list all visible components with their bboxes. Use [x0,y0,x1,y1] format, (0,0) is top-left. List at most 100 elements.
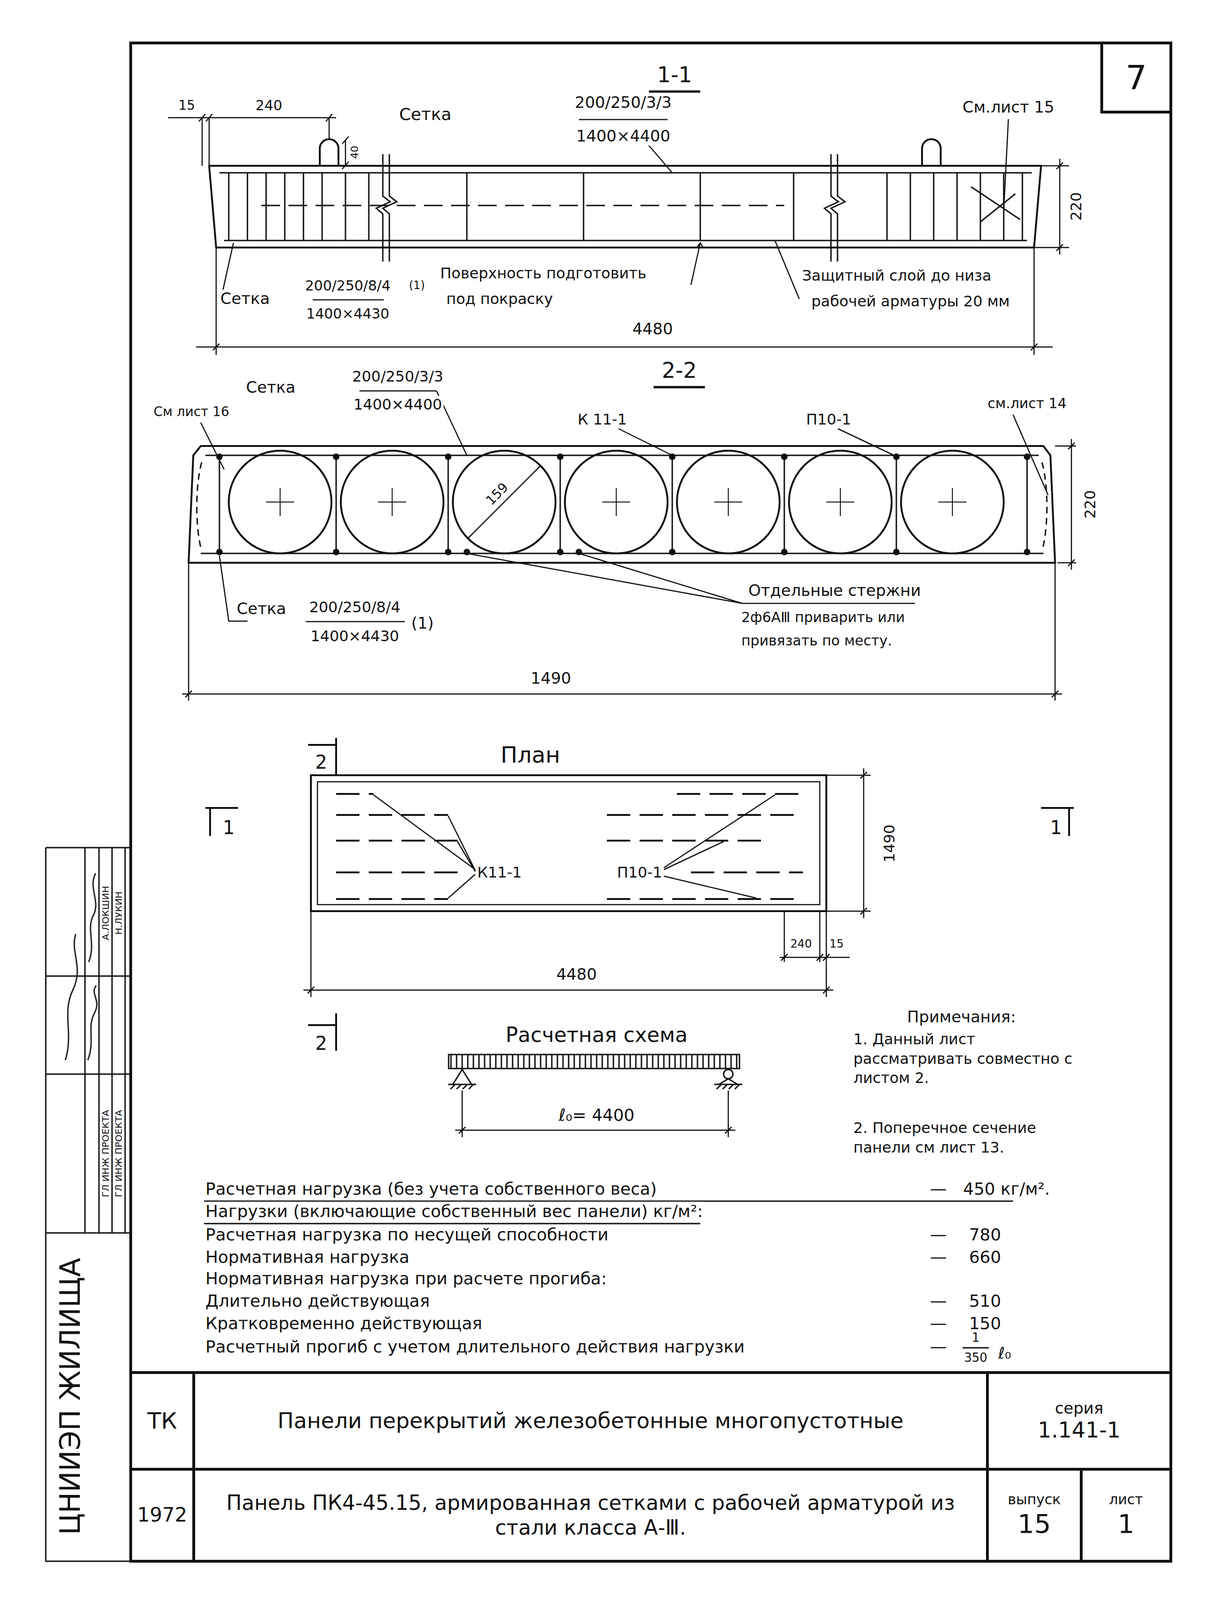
frame-mark: К11-1 [475,863,523,881]
mesh-mark: 1400×4400 [352,395,444,414]
note-text: 1. Данный лист рассматривать совместно с… [851,1029,1089,1088]
leader-lines-part [182,562,1063,701]
leader-lines [182,390,1077,701]
mesh-mark: 200/250/8/4 [303,277,392,295]
note-text: 2. Поперечное сечение панели см лист 13. [851,1118,1089,1157]
mesh-mark: Сетка [235,599,288,618]
stamp-text: ГЛ ИНЖ ПРОЕКТА [113,1107,125,1198]
stamp-text: ЦНИИЭП ЖИЛИЩА [54,1255,87,1536]
title-block-cell: 1972 [130,1468,194,1561]
load-table-cell: — [928,1336,949,1356]
plan-view-part [373,794,476,898]
table-rules-part [204,1200,1014,1224]
drawing-part-part [893,453,900,460]
leader-lines-part [200,422,225,470]
note-text: Отдельные стержни [746,581,923,600]
longitudinal-section-part [824,154,845,262]
cell-text: 1 [1117,1507,1135,1539]
sheet-reference: См лист 16 [152,404,231,420]
title-block-cell: ТК [130,1372,194,1469]
dimension-lines-part [196,247,1053,355]
dimension: 15 [176,98,197,113]
design-scheme-part [723,1069,733,1079]
note-text: Поверхность подготовить [438,264,648,282]
section-title: 2-2 [660,358,698,383]
load-table-cell: ℓ₀ [996,1343,1013,1362]
dimension: ℓ₀= 4400 [557,1105,637,1125]
drawing-part-part [444,548,452,556]
dimension-lines-part [1034,158,1070,255]
longitudinal-section [209,91,1042,262]
plan-view-part [205,807,1074,836]
load-table-cell: 150 [967,1313,1003,1333]
stamp-text: А.ЛОКШИН [100,884,112,942]
stamp-text: ГЛ ИНЖ ПРОЕКТА [100,1107,112,1198]
dimension: 1490 [529,668,573,688]
view-title: План [499,741,562,768]
plan-view [205,737,1074,1051]
drawing-part-part [893,548,900,556]
cross-section-part [452,450,556,554]
drawing-part-part [216,548,223,556]
signature-part [87,985,97,1060]
dimension: 220 [1081,488,1099,520]
drawing-part-part [781,548,788,556]
plan-view-part [310,774,827,911]
load-table-cell: Расчетная нагрузка (без учета собственно… [204,1178,659,1198]
load-table-cell: Расчетная нагрузка по несущей способност… [204,1224,611,1244]
frame-mark: П10-1 [804,410,853,429]
mesh-mark: 1400×4400 [574,126,672,146]
dimension: 4480 [631,319,675,338]
load-table-cell: Длительно действующая [204,1290,432,1310]
mesh-mark: Сетка [397,104,453,124]
dimension-lines-part [1003,119,1009,211]
table-rules-part [962,1346,989,1349]
plan-view-part [308,737,337,1051]
dimension: 240 [788,937,814,951]
dimension-lines-part [168,113,337,166]
longitudinal-section-part [376,154,397,262]
cell-text: 7 [1125,57,1148,98]
design-scheme-part [448,1069,477,1089]
title-block-cell: Панель ПК4-45.15, армированная сетками с… [193,1468,988,1561]
drawing-part-part [332,453,340,460]
design-scheme-part [455,1090,736,1137]
cell-text: выпуск [1007,1490,1061,1508]
frame-mark: К 11-1 [576,410,629,429]
cross-section-part [188,445,1056,563]
cell-text: Панель ПК4-45.15, армированная сетками с… [200,1490,981,1540]
note-text: 2ф6АⅢ приварить или [739,609,907,626]
cross-section-part [467,465,541,539]
section-marker: 2 [313,751,329,773]
title-block-cell: лист1 [1081,1468,1171,1561]
load-table-cell: — [928,1246,949,1267]
load-table-cell: — [928,1313,949,1333]
signature-part [65,933,78,1060]
load-table-cell: — [928,1178,949,1198]
note-text: рабочей арматуры 20 мм [809,292,1012,310]
longitudinal-section-part [228,172,1023,241]
drawing-part-part [332,548,340,556]
mesh-mark: 200/250/3/3 [350,367,445,386]
mesh-mark: (1) [409,613,436,633]
cross-section-part [200,455,1044,554]
view-title: Расчетная схема [504,1022,690,1047]
mesh-mark: Сетка [244,378,297,397]
load-table-cell: — [928,1224,949,1244]
cell-text: 15 [1017,1507,1051,1539]
plan-view-part [606,793,808,899]
signature [65,873,97,1060]
dimension: 220 [1067,190,1085,222]
section-marker: 1 [221,816,236,838]
note-text: под покраску [444,290,555,308]
cross-section-part [653,386,705,389]
sheet-number-box: 7 [1101,42,1171,113]
table-rules [204,1200,1014,1348]
leader-lines-part [618,428,673,456]
cell-text: серия [1055,1398,1104,1418]
dimension: 1490 [880,822,899,864]
drawing-part-part [556,548,564,556]
sheet-reference: См.лист 15 [961,98,1057,117]
title-block-cell: выпуск15 [987,1468,1082,1561]
